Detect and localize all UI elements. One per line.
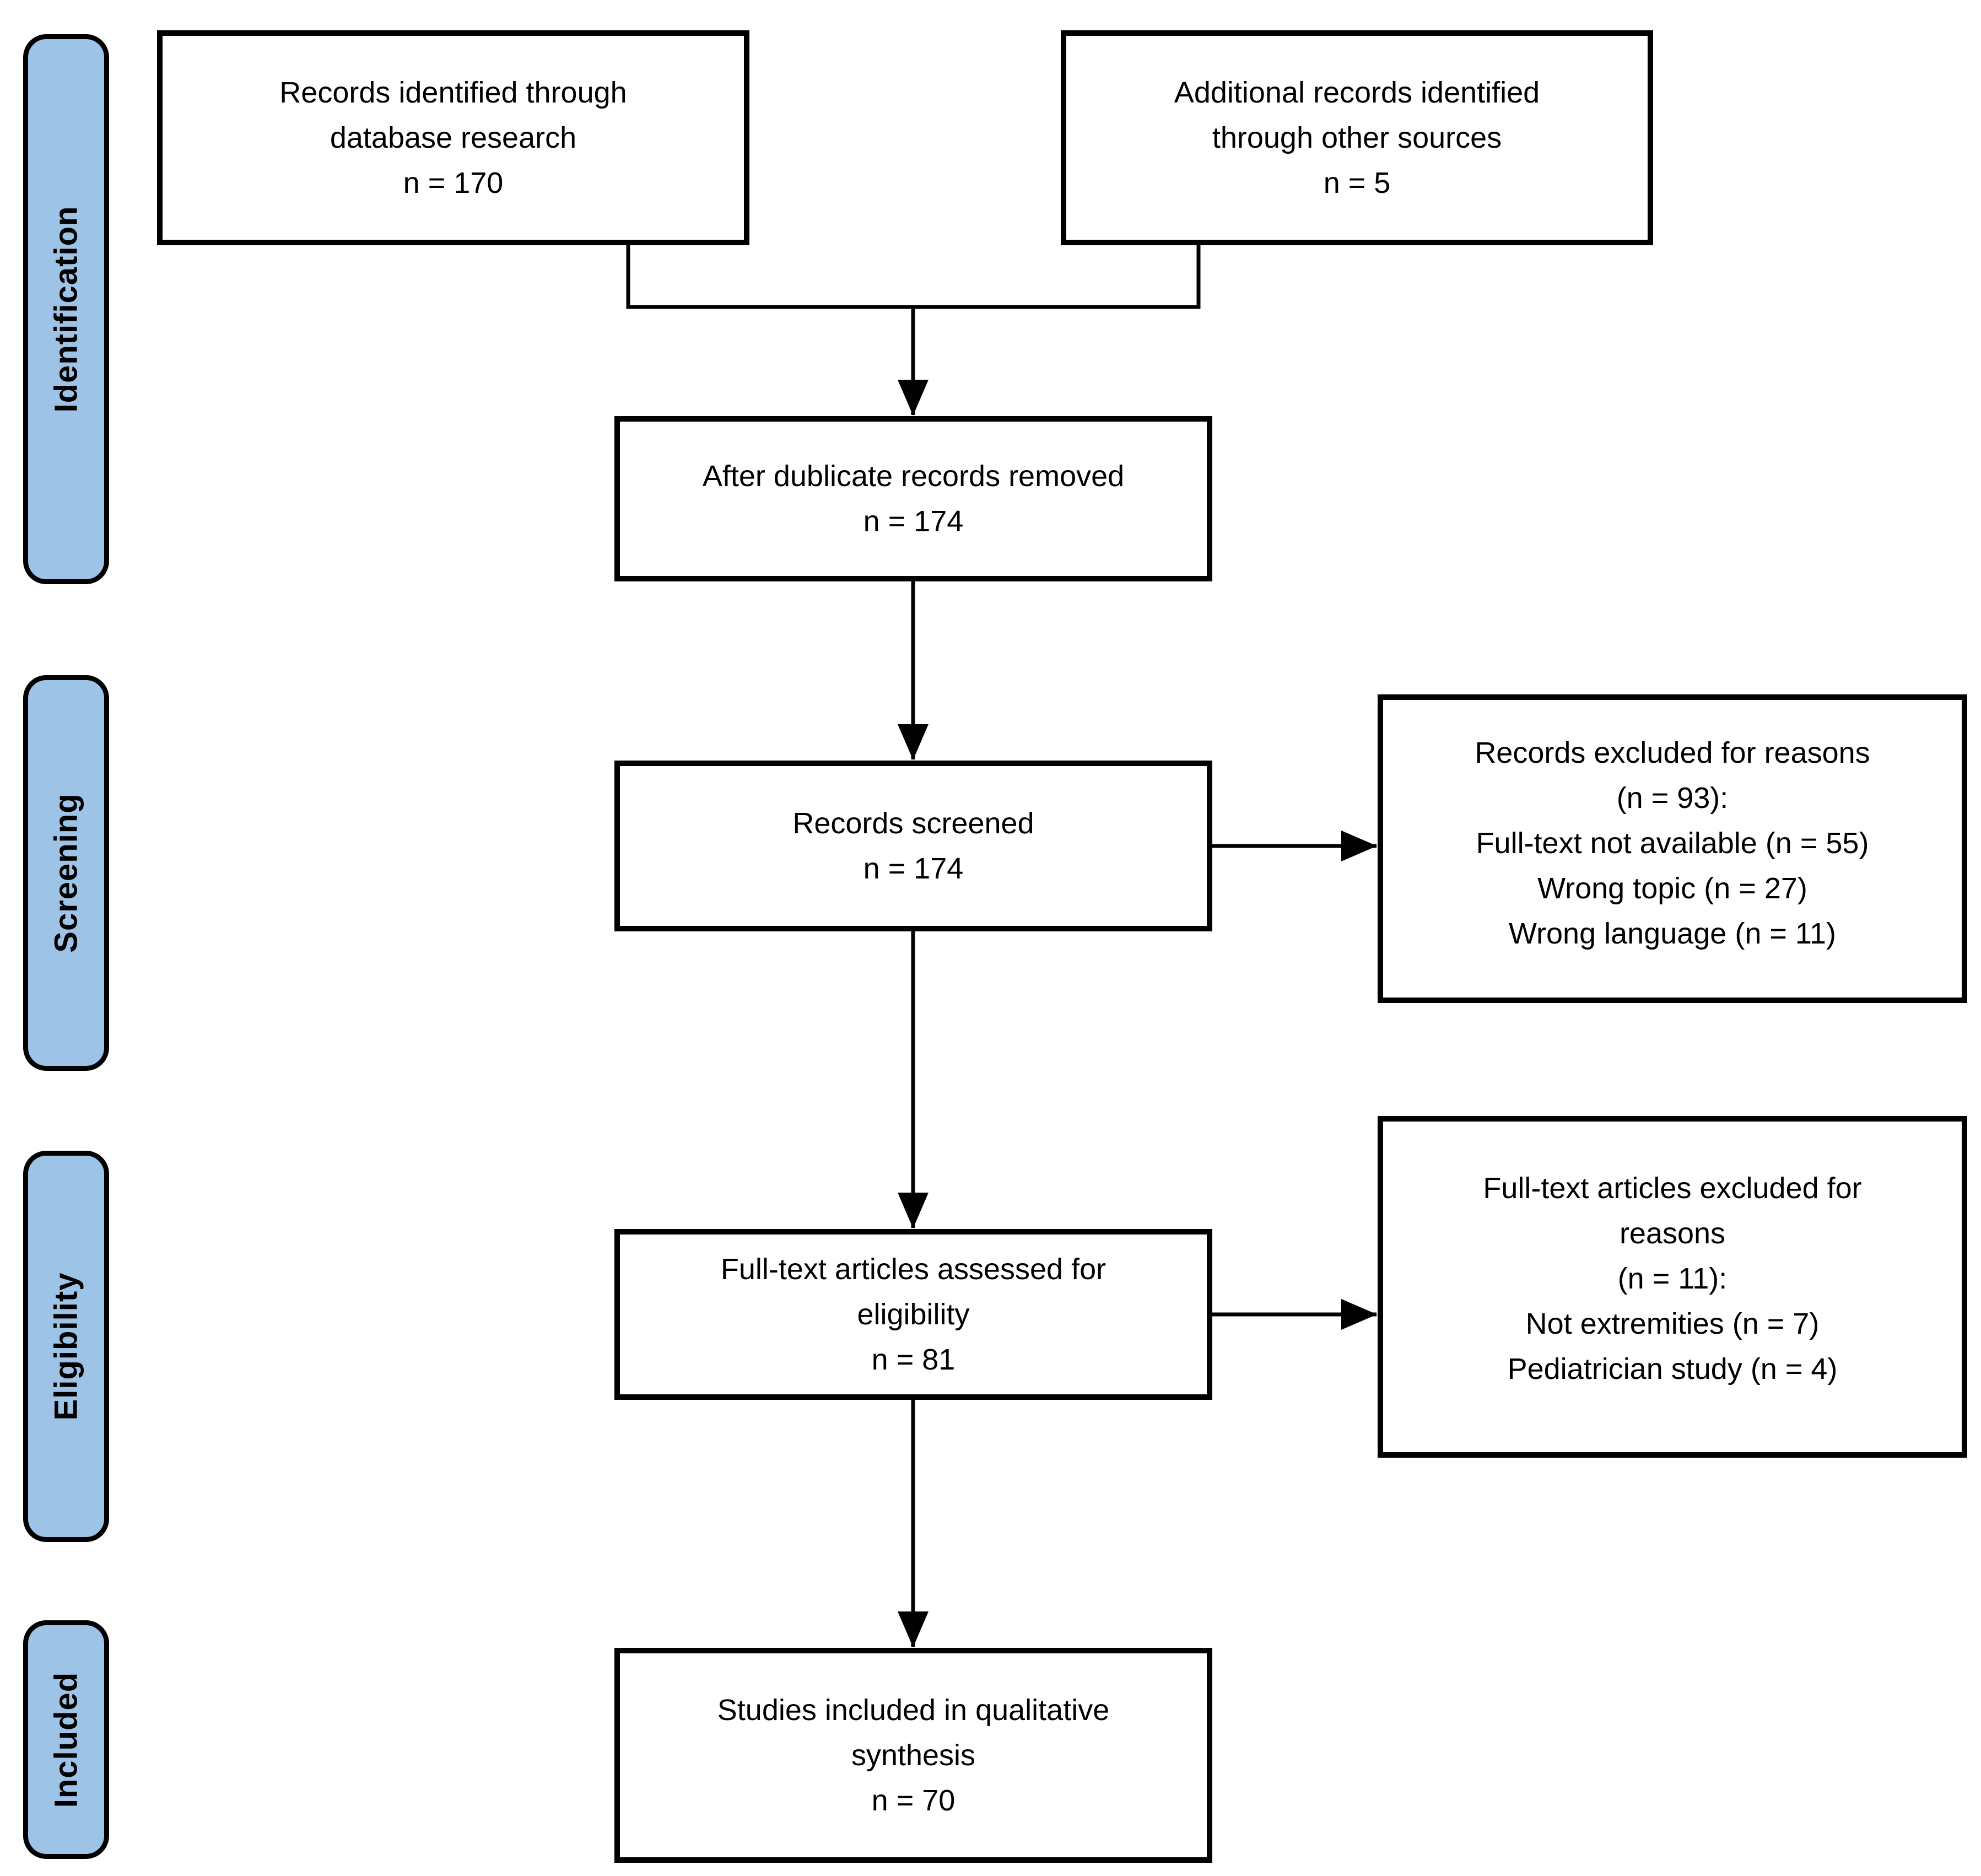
box-fulltext-excluded-count: (n = 11):	[1617, 1262, 1728, 1295]
box-additional-records-count: n = 5	[1323, 166, 1391, 200]
box-studies-included-line: synthesis	[851, 1739, 976, 1772]
box-fulltext-assessed: Full-text articles assessed for eligibil…	[614, 1229, 1212, 1400]
box-duplicates-removed-line: After dublicate records removed	[702, 460, 1125, 493]
box-duplicates-removed-count: n = 174	[863, 505, 964, 538]
box-studies-included: Studies included in qualitative synthesi…	[614, 1648, 1212, 1863]
phase-label-screening: Screening	[48, 793, 84, 953]
box-records-screened-line: Records screened	[792, 807, 1034, 840]
box-records-excluded-reason: Full-text not available (n = 55)	[1476, 827, 1869, 860]
box-fulltext-excluded-line: Full-text articles excluded for	[1483, 1172, 1862, 1205]
box-fulltext-assessed-line: Full-text articles assessed for	[720, 1253, 1106, 1286]
box-records-excluded-line: Records excluded for reasons	[1475, 736, 1870, 769]
box-records-identified-line: database research	[330, 121, 577, 154]
phase-label-eligibility: Eligibility	[48, 1272, 84, 1421]
box-records-screened-count: n = 174	[863, 852, 964, 885]
box-fulltext-excluded-reason: Pediatrician study (n = 4)	[1507, 1352, 1838, 1386]
connector-merge-bracket	[626, 245, 1201, 309]
box-records-identified-count: n = 170	[403, 166, 504, 200]
box-fulltext-assessed-count: n = 81	[871, 1343, 956, 1376]
box-fulltext-excluded-line: reasons	[1619, 1217, 1726, 1250]
box-records-excluded-count: (n = 93):	[1616, 781, 1729, 815]
box-duplicates-removed: After dublicate records removed n = 174	[614, 416, 1212, 581]
box-additional-records: Additional records identified through ot…	[1061, 30, 1653, 245]
phase-bar-identification: Identification	[23, 34, 109, 584]
phase-bar-included: Included	[23, 1620, 109, 1859]
box-records-identified-line: Records identified through	[279, 76, 627, 109]
box-records-screened: Records screened n = 174	[614, 761, 1212, 931]
box-fulltext-excluded: Full-text articles excluded for reasons …	[1378, 1116, 1967, 1458]
box-studies-included-line: Studies included in qualitative	[717, 1694, 1110, 1727]
box-studies-included-count: n = 70	[871, 1784, 956, 1817]
box-additional-records-line: Additional records identified	[1174, 76, 1540, 109]
box-records-excluded-reason: Wrong topic (n = 27)	[1537, 872, 1807, 905]
box-records-excluded: Records excluded for reasons (n = 93): F…	[1378, 694, 1967, 1003]
phase-bar-screening: Screening	[23, 675, 109, 1071]
box-additional-records-line: through other sources	[1212, 121, 1502, 154]
box-records-identified: Records identified through database rese…	[157, 30, 749, 245]
phase-label-included: Included	[48, 1672, 84, 1808]
phase-bar-eligibility: Eligibility	[23, 1151, 109, 1542]
box-records-excluded-reason: Wrong language (n = 11)	[1509, 917, 1836, 950]
box-fulltext-assessed-line: eligibility	[857, 1298, 970, 1331]
box-fulltext-excluded-reason: Not extremities (n = 7)	[1525, 1307, 1820, 1340]
phase-label-identification: Identification	[48, 206, 84, 413]
